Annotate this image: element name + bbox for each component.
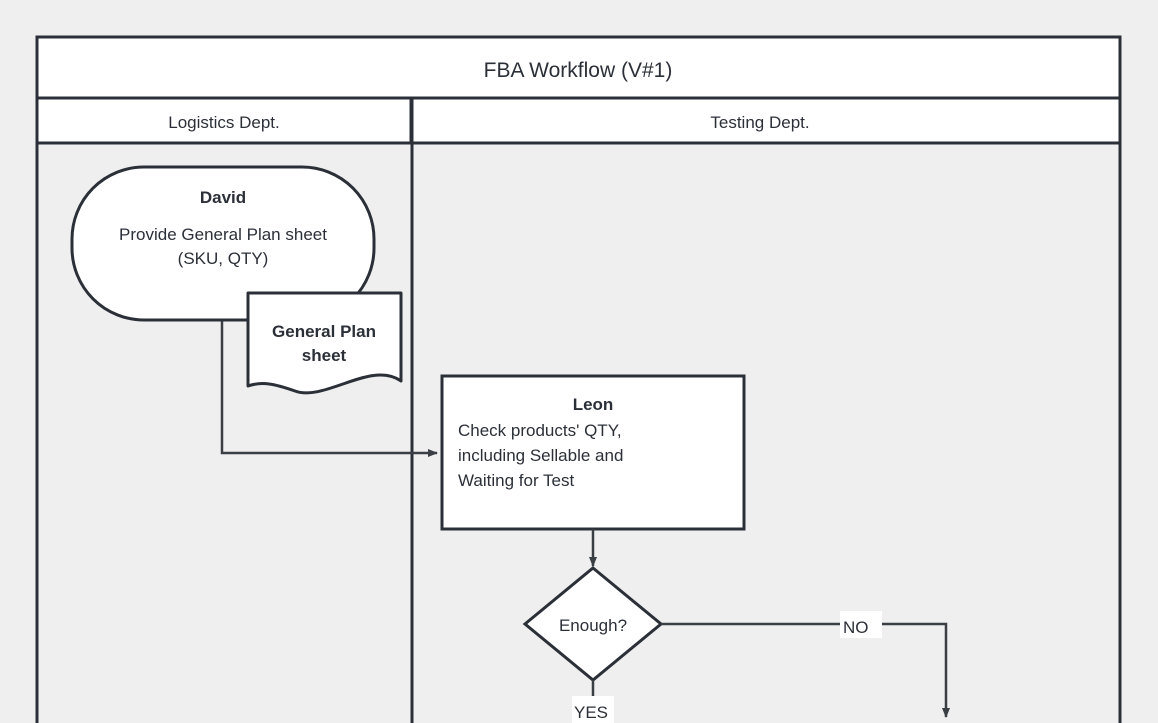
node-leon-body-line-1: Check products' QTY, <box>458 421 622 440</box>
node-general-plan-sheet-line-1: General Plan <box>272 322 376 341</box>
node-leon-body-line-2: including Sellable and <box>458 446 623 465</box>
node-general-plan-sheet-line-2: sheet <box>302 346 347 365</box>
pool-title: FBA Workflow (V#1) <box>484 59 673 82</box>
lane-header-testing <box>409 96 1122 145</box>
node-david[interactable] <box>70 165 376 322</box>
node-david-title: David <box>200 188 246 207</box>
lane-label-logistics: Logistics Dept. <box>168 113 280 132</box>
node-david-body-line-1: Provide General Plan sheet <box>119 225 327 244</box>
node-enough-decision-label: Enough? <box>559 616 627 635</box>
lane-label-testing: Testing Dept. <box>710 113 809 132</box>
edge-label-no: NO <box>843 618 869 637</box>
edge-label-yes: YES <box>574 703 608 722</box>
node-leon-title: Leon <box>573 395 614 414</box>
edge-david-to-leon <box>220 320 438 457</box>
edge-label-no-background <box>840 611 882 638</box>
node-david-body-line-2: (SKU, QTY) <box>178 249 269 268</box>
edge-label-yes-background <box>572 696 614 723</box>
node-general-plan-sheet[interactable] <box>246 291 403 395</box>
edge-decision-no <box>661 622 950 718</box>
lane-header-logistics <box>35 96 413 145</box>
node-leon-body-line-3: Waiting for Test <box>458 471 574 490</box>
pool-title-band <box>35 35 1122 100</box>
